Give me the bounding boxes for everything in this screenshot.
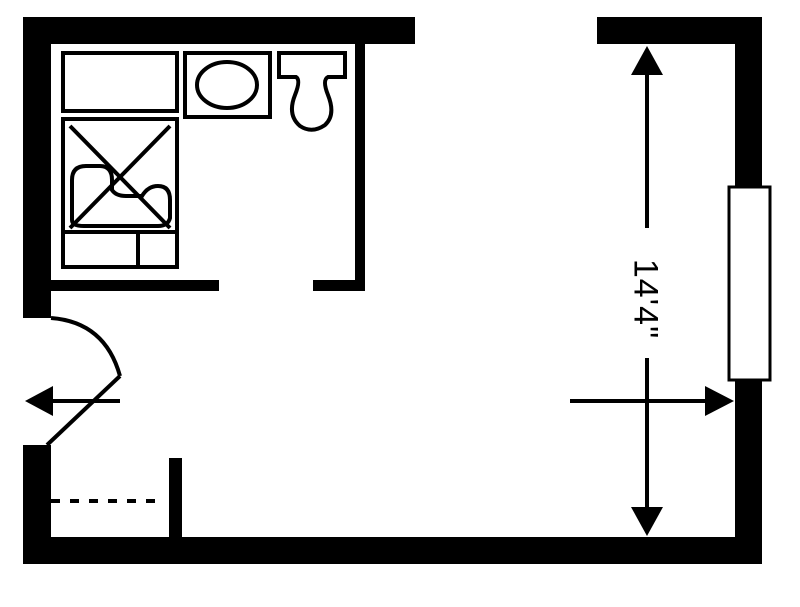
- bench: [61, 230, 179, 269]
- bathroom-bottom-wall-left: [51, 280, 219, 291]
- bathroom-right-wall: [355, 17, 365, 291]
- sink-counter: [183, 51, 272, 119]
- bathroom-bottom-wall-right: [313, 280, 365, 291]
- vanity: [61, 51, 179, 113]
- shower-x-line-2: [68, 124, 172, 230]
- arrow-left-icon: [25, 386, 53, 416]
- arrow-up-icon: [631, 46, 663, 75]
- top-wall-right: [597, 17, 762, 44]
- entry-door[interactable]: [45, 316, 122, 447]
- door-leaf: [45, 374, 122, 447]
- dimension-line: [631, 46, 663, 536]
- right-wall-upper: [735, 17, 762, 187]
- bathroom-walls: [51, 17, 365, 291]
- top-wall-left: [23, 17, 415, 44]
- bottom-wall: [23, 537, 762, 564]
- window-arrow: [570, 386, 734, 416]
- shower-seat: [70, 164, 172, 228]
- sink-basin: [195, 60, 259, 110]
- closet: [51, 458, 182, 538]
- bathroom-fixtures: [61, 51, 347, 269]
- dimension-label: 14'4": [625, 254, 665, 344]
- left-wall-upper: [23, 17, 51, 318]
- arrow-down-icon: [631, 507, 663, 536]
- arrow-right-icon: [705, 386, 734, 416]
- window: [727, 185, 772, 382]
- right-wall-lower: [735, 380, 762, 564]
- door-swing-arc: [50, 316, 122, 377]
- outer-walls: [23, 17, 762, 564]
- toilet: [277, 51, 347, 132]
- entry-arrow: [25, 386, 120, 416]
- closet-partition: [169, 458, 182, 538]
